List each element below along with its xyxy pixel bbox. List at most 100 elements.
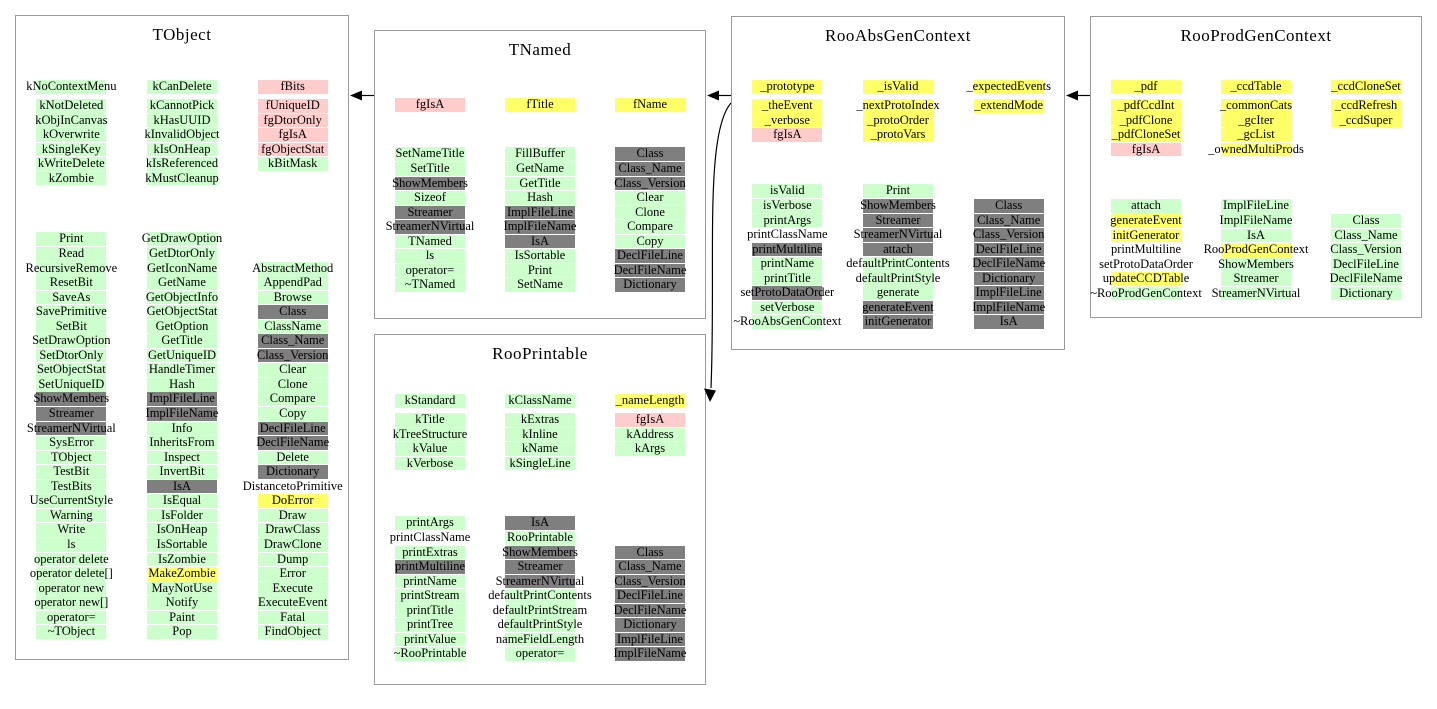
rooprintable-method-rooprintable[interactable]: RooPrintable — [505, 530, 575, 545]
tobject-method-paint[interactable]: Paint — [147, 610, 217, 625]
rooprintable-method-printtitle[interactable]: printTitle — [395, 603, 465, 618]
tobject-method-gettitle[interactable]: GetTitle — [147, 334, 217, 348]
tnamed-method-isa[interactable]: IsA — [505, 234, 575, 249]
rooprodgencontext-member-ownedmultiprods[interactable]: _ownedMultiProds — [1208, 141, 1304, 157]
tobject-method-setdtoronly[interactable]: SetDtorOnly — [36, 348, 107, 363]
rooprintable-member-namelength[interactable]: _nameLength — [615, 393, 685, 409]
rooprintable-method-printextras[interactable]: printExtras — [395, 545, 465, 560]
rooabsgencontext-method-setverbose[interactable]: setVerbose — [752, 300, 823, 315]
rooprintable-method-class-version[interactable]: Class_Version — [614, 573, 686, 589]
tnamed-method-streamer[interactable]: Streamer — [395, 205, 465, 220]
rooabsgencontext-method-generate[interactable]: generate — [863, 286, 933, 300]
tobject-member-knotdeleted[interactable]: kNotDeleted — [36, 98, 107, 113]
tnamed-method-getname[interactable]: GetName — [505, 161, 575, 176]
tnamed-method-compare[interactable]: Compare — [615, 220, 685, 234]
tobject-method-dictionary[interactable]: Dictionary — [257, 465, 328, 479]
tnamed-method-copy[interactable]: Copy — [615, 234, 685, 249]
rooabsgencontext-member-prototype[interactable]: _prototype — [752, 80, 823, 95]
rooabsgencontext-method-attach[interactable]: attach — [863, 242, 933, 257]
rooprodgencontext-member-ccdrefresh[interactable]: _ccdRefresh — [1331, 98, 1401, 113]
rooprodgencontext-member-fgisa[interactable]: fgIsA — [1111, 142, 1181, 157]
rooabsgencontext-method-isvalid[interactable]: isValid — [752, 184, 823, 199]
tobject-method-getobjectstat[interactable]: GetObjectStat — [146, 304, 218, 319]
tobject-method-streamernvirtual[interactable]: StreamerNVirtual — [26, 420, 116, 436]
rooprintable-member-kverbose[interactable]: kVerbose — [395, 456, 465, 471]
rooprintable-member-ktitle[interactable]: kTitle — [395, 412, 465, 427]
tobject-method-dump[interactable]: Dump — [257, 552, 328, 567]
rooprodgencontext-member-ccdcloneset[interactable]: _ccdCloneSet — [1331, 79, 1401, 95]
rooprintable-method-class[interactable]: Class — [615, 545, 685, 560]
tobject-method-getdtoronly[interactable]: GetDtorOnly — [147, 246, 217, 261]
tobject-method-print[interactable]: Print — [36, 232, 107, 247]
tobject-method-operator-new[interactable]: operator new — [36, 581, 107, 596]
rooabsgencontext-method-generateevent[interactable]: generateEvent — [862, 299, 934, 315]
tnamed-method-declfilename[interactable]: DeclFileName — [613, 262, 687, 278]
rooprintable-method-declfilename[interactable]: DeclFileName — [613, 602, 687, 618]
rooprintable-method-showmembers[interactable]: ShowMembers — [502, 544, 578, 560]
rooprintable-method-defaultprintcontents[interactable]: defaultPrintContents — [488, 588, 592, 603]
tobject-method-iszombie[interactable]: IsZombie — [147, 552, 217, 567]
tobject-method-inheritsfrom[interactable]: InheritsFrom — [147, 436, 217, 450]
rooabsgencontext-method-class[interactable]: Class — [973, 198, 1044, 213]
tobject-method-classname[interactable]: ClassName — [257, 319, 328, 334]
rooabsgencontext-method-streamernvirtual[interactable]: StreamerNVirtual — [853, 227, 943, 242]
tobject-method-saveprimitive[interactable]: SavePrimitive — [35, 304, 107, 319]
tnamed-method-settitle[interactable]: SetTitle — [395, 161, 465, 176]
tnamed-method-tnamed[interactable]: TNamed — [395, 234, 465, 249]
rooprintable-member-kaddress[interactable]: kAddress — [615, 427, 685, 442]
tobject-method-error[interactable]: Error — [257, 566, 328, 581]
rooprintable-method-operator[interactable]: operator= — [505, 647, 575, 661]
tobject-method-inspect[interactable]: Inspect — [147, 450, 217, 465]
tobject-member-kzombie[interactable]: kZombie — [36, 171, 107, 186]
rooprodgencontext-member-ccdsuper[interactable]: _ccdSuper — [1331, 113, 1401, 128]
rooprodgencontext-member-pdfcloneset[interactable]: _pdfCloneSet — [1111, 127, 1181, 142]
tobject-member-kwritedelete[interactable]: kWriteDelete — [36, 156, 107, 171]
tnamed-method-fillbuffer[interactable]: FillBuffer — [505, 147, 575, 162]
rooabsgencontext-method-declfileline[interactable]: DeclFileLine — [973, 242, 1044, 257]
tobject-method-findobject[interactable]: FindObject — [257, 625, 328, 639]
tnamed-method-clone[interactable]: Clone — [615, 205, 685, 220]
rooabsgencontext-member-expectedevents[interactable]: _expectedEvents — [966, 79, 1052, 95]
tnamed-method-showmembers[interactable]: ShowMembers — [392, 175, 468, 191]
tobject-member-kisonheap[interactable]: kIsOnHeap — [147, 142, 217, 157]
tnamed-method-operator[interactable]: operator= — [395, 263, 465, 278]
rooprintable-member-ksingleline[interactable]: kSingleLine — [505, 456, 575, 471]
tobject-method-operator[interactable]: operator= — [36, 610, 107, 625]
tobject-method-operator-new[interactable]: operator new[] — [34, 595, 109, 610]
rooprodgencontext-method-declfileline[interactable]: DeclFileLine — [1331, 257, 1401, 272]
tnamed-method-class-version[interactable]: Class_Version — [614, 175, 686, 191]
tobject-method-geticonname[interactable]: GetIconName — [146, 260, 218, 276]
tobject-member-khasuuid[interactable]: kHasUUID — [147, 113, 217, 128]
tobject-method-makezombie[interactable]: MakeZombie — [147, 566, 217, 581]
tobject-method-abstractmethod[interactable]: AbstractMethod — [252, 260, 334, 276]
rooabsgencontext-method-printmultiline[interactable]: printMultiline — [752, 241, 823, 257]
rooabsgencontext-method-printargs[interactable]: printArgs — [752, 213, 823, 228]
tobject-method-setuniqueid[interactable]: SetUniqueID — [36, 377, 107, 392]
tobject-method-isfolder[interactable]: IsFolder — [147, 508, 217, 523]
rooabsgencontext-method-print[interactable]: Print — [863, 184, 933, 199]
class-title-rooabsgencontext[interactable]: RooAbsGenContext — [825, 26, 971, 45]
rooabsgencontext-method-printtitle[interactable]: printTitle — [752, 271, 823, 286]
tnamed-method-implfilename[interactable]: ImplFileName — [503, 219, 577, 234]
tobject-method-declfileline[interactable]: DeclFileLine — [257, 421, 328, 436]
rooabsgencontext-member-verbose[interactable]: _verbose — [752, 113, 823, 128]
rooprodgencontext-method-streamernvirtual[interactable]: StreamerNVirtual — [1211, 285, 1301, 301]
rooabsgencontext-method-implfileline[interactable]: ImplFileLine — [973, 286, 1044, 300]
tobject-method-isonheap[interactable]: IsOnHeap — [147, 523, 217, 537]
tobject-method-showmembers[interactable]: ShowMembers — [33, 391, 110, 407]
tnamed-member-ftitle[interactable]: fTitle — [505, 98, 575, 113]
tobject-method-setdrawoption[interactable]: SetDrawOption — [32, 333, 111, 348]
tnamed-method-implfileline[interactable]: ImplFileLine — [505, 205, 575, 220]
tobject-member-fgdtoronly[interactable]: fgDtorOnly — [257, 113, 328, 128]
tnamed-method-setname[interactable]: SetName — [505, 278, 575, 292]
tobject-method-write[interactable]: Write — [36, 523, 107, 537]
rooprodgencontext-member-ccdtable[interactable]: _ccdTable — [1221, 80, 1291, 95]
rooprodgencontext-method-showmembers[interactable]: ShowMembers — [1218, 256, 1294, 272]
rooabsgencontext-member-nextprotoindex[interactable]: _nextProtoIndex — [856, 98, 940, 113]
rooprodgencontext-method-setprotodataorder[interactable]: setProtoDataOrder — [1099, 256, 1193, 271]
tobject-method-operator-delete[interactable]: operator delete[] — [29, 566, 113, 581]
rooprintable-member-kargs[interactable]: kArgs — [615, 442, 685, 456]
tobject-method-issortable[interactable]: IsSortable — [147, 537, 217, 552]
tnamed-method-sizeof[interactable]: Sizeof — [395, 191, 465, 205]
rooprodgencontext-method-class[interactable]: Class — [1331, 213, 1401, 228]
